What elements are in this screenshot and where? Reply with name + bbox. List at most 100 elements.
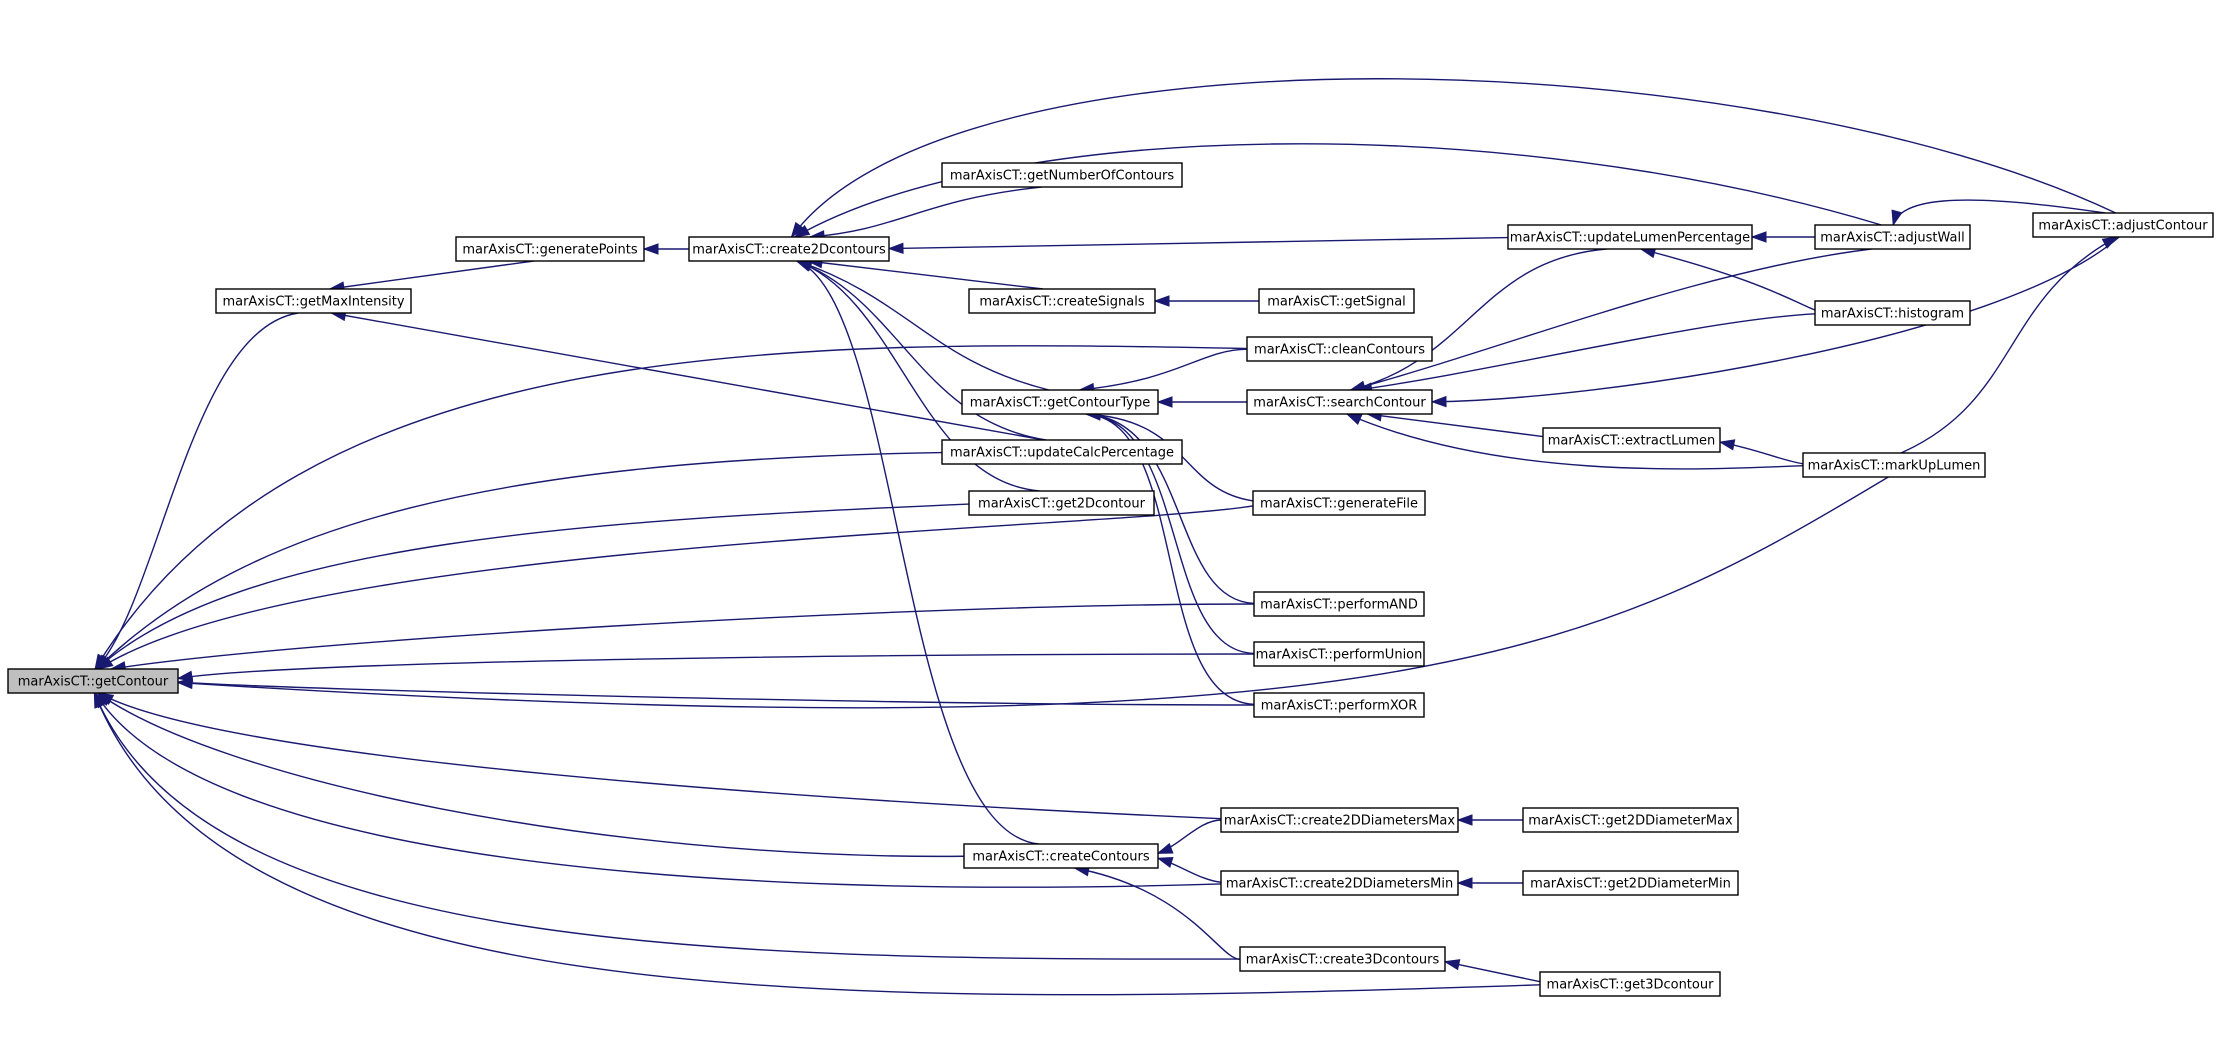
node-box <box>1814 224 1971 250</box>
node-label: marAxisCT::getMaxIntensity <box>222 295 404 310</box>
node-getNumberOfContours[interactable]: marAxisCT::getNumberOfContours <box>941 162 1183 188</box>
edge-create2DDiametersMax-to-createContours <box>1156 819 1222 854</box>
edge-line <box>796 260 1039 845</box>
edge-line <box>794 143 1882 238</box>
edge-adjustContour-to-adjustWall <box>1891 199 2106 227</box>
edge-line <box>1079 348 1248 391</box>
node-box <box>968 490 1155 516</box>
node-generatePoints[interactable]: marAxisCT::generatePoints <box>455 236 645 262</box>
node-layer: marAxisCT::getContour marAxisCT::getMaxIn… <box>7 162 2214 997</box>
node-adjustWall[interactable]: marAxisCT::adjustWall <box>1814 224 1971 250</box>
edge-line <box>1085 413 1255 655</box>
node-box <box>1522 807 1739 833</box>
node-updateCalcPercentage[interactable]: marAxisCT::updateCalcPercentage <box>941 439 1183 465</box>
edge-getSignal-to-createSignals <box>1153 295 1259 307</box>
edge-create2DDiametersMax-to-getContour <box>97 692 1222 820</box>
node-extractLumen[interactable]: marAxisCT::extractLumen <box>1542 427 1721 453</box>
edge-create2Dcontours-to-generatePoints <box>642 243 689 255</box>
node-box <box>1252 490 1426 516</box>
node-box <box>688 236 890 262</box>
edge-create3Dcontours-to-getContour <box>93 691 1241 960</box>
node-label: marAxisCT::updateLumenPercentage <box>1510 231 1750 246</box>
edge-line <box>97 692 965 858</box>
node-label: marAxisCT::getNumberOfContours <box>950 169 1175 184</box>
node-updateLumenPercentage[interactable]: marAxisCT::updateLumenPercentage <box>1507 224 1753 250</box>
node-label: marAxisCT::searchContour <box>1253 396 1426 411</box>
node-label: marAxisCT::getContourType <box>970 396 1150 411</box>
edge-histogram-to-updateLumenPercentage <box>1639 247 1816 311</box>
node-box <box>1253 641 1425 667</box>
node-create3Dcontours[interactable]: marAxisCT::create3Dcontours <box>1239 946 1446 972</box>
edge-performAND-to-getContour <box>109 603 1255 673</box>
arrowhead-icon <box>1456 814 1473 826</box>
node-getSignal[interactable]: marAxisCT::getSignal <box>1258 288 1415 314</box>
edge-line <box>1085 413 1255 706</box>
edge-line <box>888 236 1509 250</box>
node-label: marAxisCT::create3Dcontours <box>1246 953 1440 968</box>
node-label: marAxisCT::createContours <box>972 850 1149 865</box>
arrowhead-icon <box>1345 413 1363 425</box>
arrowhead-icon <box>790 221 805 239</box>
arrowhead-icon <box>97 656 114 670</box>
node-label: marAxisCT::markUpLumen <box>1808 459 1981 474</box>
node-label: marAxisCT::create2DDiametersMin <box>1226 877 1453 892</box>
node-create2Dcontours[interactable]: marAxisCT::create2Dcontours <box>688 236 890 262</box>
node-box <box>1522 870 1739 896</box>
edge-generatePoints-to-getMaxIntensity <box>328 260 534 293</box>
node-box <box>1220 807 1459 833</box>
edge-line <box>1350 248 1607 391</box>
arrowhead-icon <box>1443 959 1461 971</box>
arrowhead-icon <box>1718 439 1736 451</box>
edge-adjustWall-to-updateLumenPercentage <box>1750 231 1815 243</box>
edge-markUpLumen-to-extractLumen <box>1718 439 1804 465</box>
node-label: marAxisCT::performAND <box>1260 598 1418 613</box>
edge-performUnion-to-getContour <box>176 653 1255 682</box>
edge-line <box>1640 248 1816 311</box>
node-box <box>215 288 412 314</box>
arrowhead-icon <box>1456 877 1473 889</box>
node-box <box>961 389 1159 415</box>
node-performXOR[interactable]: marAxisCT::performXOR <box>1253 692 1425 718</box>
node-label: marAxisCT::get3Dcontour <box>1547 978 1715 993</box>
arrowhead-icon <box>1156 842 1174 854</box>
arrowhead-icon <box>642 243 659 255</box>
edge-layer <box>93 78 2120 996</box>
node-cleanContours[interactable]: marAxisCT::cleanContours <box>1246 336 1433 362</box>
edge-createContours-to-getContour <box>96 692 965 858</box>
edge-line <box>1074 867 1241 960</box>
edge-createContours-to-create2Dcontours <box>795 260 1039 845</box>
node-getContourType[interactable]: marAxisCT::getContourType <box>961 389 1159 415</box>
node-createSignals[interactable]: marAxisCT::createSignals <box>968 288 1156 314</box>
node-generateFile[interactable]: marAxisCT::generateFile <box>1252 490 1426 516</box>
edge-updateLumenPercentage-to-searchContour <box>1349 248 1607 393</box>
edge-get3Dcontour-to-getContour <box>93 691 1541 996</box>
node-box <box>1542 427 1721 453</box>
node-histogram[interactable]: marAxisCT::histogram <box>1814 300 1971 326</box>
node-getMaxIntensity[interactable]: marAxisCT::getMaxIntensity <box>215 288 412 314</box>
node-get3Dcontour[interactable]: marAxisCT::get3Dcontour <box>1539 971 1721 997</box>
node-performUnion[interactable]: marAxisCT::performUnion <box>1253 641 1425 667</box>
node-label: marAxisCT::getSignal <box>1267 295 1406 310</box>
edge-updateCalcPercentage-to-getContour <box>95 451 943 671</box>
node-adjustContour[interactable]: marAxisCT::adjustContour <box>2032 212 2214 238</box>
edge-line <box>96 451 943 670</box>
node-get2DDiameterMax[interactable]: marAxisCT::get2DDiameterMax <box>1522 807 1739 833</box>
node-createContours[interactable]: marAxisCT::createContours <box>963 843 1159 869</box>
edge-adjustWall-to-searchContour <box>1349 248 1872 392</box>
node-performAND[interactable]: marAxisCT::performAND <box>1253 591 1425 617</box>
node-create2DDiametersMax[interactable]: marAxisCT::create2DDiametersMax <box>1220 807 1459 833</box>
node-searchContour[interactable]: marAxisCT::searchContour <box>1246 389 1433 415</box>
edge-adjustContour-to-searchContour <box>1430 236 2120 408</box>
node-create2DDiametersMin[interactable]: marAxisCT::create2DDiametersMin <box>1220 870 1459 896</box>
node-getContour[interactable]: marAxisCT::getContour <box>7 668 179 694</box>
node-box <box>1814 300 1971 326</box>
node-get2DDiameterMin[interactable]: marAxisCT::get2DDiameterMin <box>1522 870 1739 896</box>
node-box <box>941 439 1183 465</box>
node-box <box>1802 452 1986 478</box>
edge-adjustWall-to-create2Dcontours <box>793 143 1882 238</box>
edge-line <box>797 260 1050 391</box>
edge-line <box>807 260 1044 290</box>
node-markUpLumen[interactable]: marAxisCT::markUpLumen <box>1802 452 1986 478</box>
edge-markUpLumen-to-adjustContour <box>1900 236 2119 454</box>
node-get2Dcontour[interactable]: marAxisCT::get2Dcontour <box>968 490 1155 516</box>
